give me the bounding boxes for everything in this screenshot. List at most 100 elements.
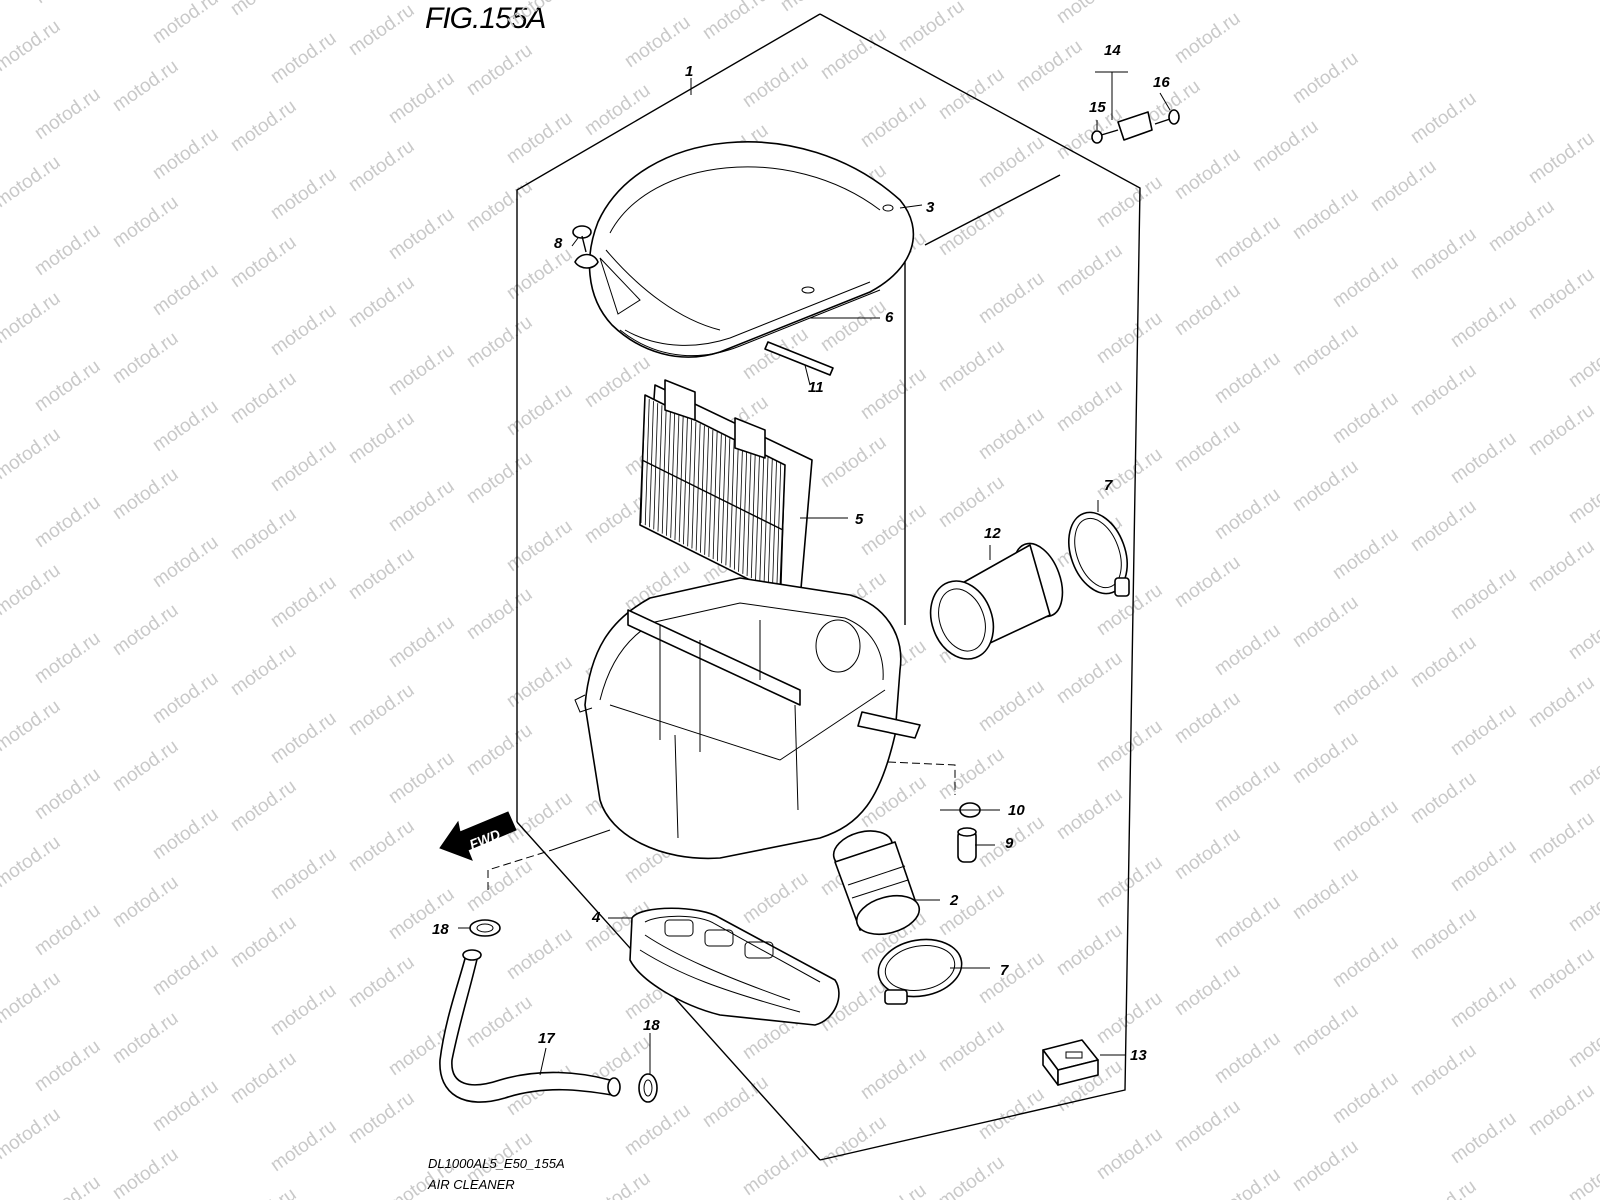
watermark-text: motod.ru [1289, 456, 1362, 516]
watermark-text: motod.ru [267, 708, 340, 768]
watermark-text: motod.ru [1289, 1000, 1362, 1060]
watermark-text: motod.ru [1329, 660, 1402, 720]
watermark-text: motod.ru [227, 504, 300, 564]
watermark-text: motod.ru [267, 980, 340, 1040]
callout-4: 4 [591, 909, 601, 926]
watermark-text: motod.ru [1565, 1148, 1600, 1200]
watermark-text: motod.ru [345, 272, 418, 332]
watermark-text: motod.ru [857, 1044, 930, 1104]
part-1-housing [574, 577, 921, 860]
watermark-text: motod.ru [935, 200, 1008, 260]
watermark-text: motod.ru [857, 92, 930, 152]
watermark-text: motod.ru [463, 720, 536, 780]
callout-1: 1 [685, 63, 693, 80]
watermark-text: motod.ru [0, 560, 64, 620]
filter-pleat [767, 458, 773, 587]
watermark-text: motod.ru [739, 868, 812, 928]
part-3-cover [588, 141, 915, 358]
watermark-text: motod.ru [1093, 716, 1166, 776]
watermark-text: motod.ru [1565, 876, 1600, 936]
watermark-text: motod.ru [1525, 672, 1598, 732]
filter-pleat [755, 452, 760, 581]
watermark-text: motod.ru [503, 924, 576, 984]
filter-pleat [763, 456, 769, 585]
watermark-text: motod.ru [857, 500, 930, 560]
callout-labels: 1 2 3 4 5 6 7 7 8 9 10 11 12 13 14 15 16… [432, 42, 1170, 1064]
watermark-text: motod.ru [149, 260, 222, 320]
watermark-text: motod.ru [975, 1084, 1048, 1144]
watermark-text: motod.ru [1053, 648, 1126, 708]
watermark-text: motod.ru [31, 356, 104, 416]
watermark-text: motod.ru [1093, 988, 1166, 1048]
part-12-duct [929, 542, 1064, 660]
watermark-text: motod.ru [385, 612, 458, 672]
filter-pleat [746, 448, 752, 577]
callout-13: 13 [1130, 1047, 1147, 1064]
watermark-text: motod.ru [1289, 184, 1362, 244]
part-6-seal [619, 289, 881, 357]
watermark-text: motod.ru [503, 516, 576, 576]
watermark-text: motod.ru [227, 368, 300, 428]
watermark-text: motod.ru [1525, 1080, 1598, 1140]
watermark-text: motod.ru [1407, 1176, 1480, 1200]
callout-9: 9 [1005, 835, 1014, 852]
watermark-text: motod.ru [935, 1152, 1008, 1200]
part-7-clamp-lower [877, 938, 963, 1005]
watermark-text: motod.ru [1447, 836, 1520, 896]
watermark-text: motod.ru [1367, 156, 1440, 216]
watermark-text: motod.ru [227, 640, 300, 700]
watermark-text: motod.ru [463, 584, 536, 644]
watermark-text: motod.ru [149, 940, 222, 1000]
watermark-text: motod.ru [739, 52, 812, 112]
callout-2: 2 [949, 892, 959, 909]
watermark-text: motod.ru [227, 776, 300, 836]
watermark-text: motod.ru [503, 652, 576, 712]
watermark-text: motod.ru [1093, 444, 1166, 504]
watermark-text: motod.ru [739, 1140, 812, 1200]
watermark-text: motod.ru [699, 0, 772, 44]
watermark-text: motod.ru [1093, 172, 1166, 232]
model-code-caption: DL1000AL5_E50_155A [428, 1156, 565, 1171]
watermark-text: motod.ru [1565, 1012, 1600, 1072]
part-15-oring [1091, 130, 1103, 144]
watermark-text: motod.ru [109, 872, 182, 932]
watermark-text: motod.ru [975, 948, 1048, 1008]
callout-12: 12 [984, 525, 1001, 542]
watermark-text: motod.ru [267, 300, 340, 360]
callout-3: 3 [926, 199, 935, 216]
part-13-connector [1042, 1039, 1099, 1086]
watermark-text: motod.ru [149, 532, 222, 592]
watermark-text: motod.ru [1407, 360, 1480, 420]
watermark-text: motod.ru [1171, 824, 1244, 884]
watermark-text: motod.ru [817, 432, 890, 492]
watermark-text: motod.ru [1407, 224, 1480, 284]
watermark-text: motod.ru [1211, 348, 1284, 408]
watermark-text: motod.ru [227, 912, 300, 972]
callout-8: 8 [554, 235, 563, 252]
watermark-text: motod.ru [1013, 36, 1086, 96]
watermark-text: motod.ru [109, 600, 182, 660]
watermark-text: motod.ru [895, 0, 968, 56]
watermark-text: motod.ru [1093, 308, 1166, 368]
watermark-text: motod.ru [385, 68, 458, 128]
watermark-text: motod.ru [1053, 0, 1126, 28]
watermark-text: motod.ru [1211, 892, 1284, 952]
watermark-text: motod.ru [31, 492, 104, 552]
watermark-text: motod.ru [31, 220, 104, 280]
watermark-text: motod.ru [1289, 728, 1362, 788]
watermark-text: motod.ru [1525, 808, 1598, 868]
watermark-text: motod.ru [227, 0, 300, 20]
watermark-text: motod.ru [109, 736, 182, 796]
watermark-text: motod.ru [621, 1100, 694, 1160]
filter-pleat [780, 464, 786, 594]
watermark-text: motod.ru [581, 1168, 654, 1200]
watermark-text: motod.ru [975, 132, 1048, 192]
watermark-text: motod.ru [503, 244, 576, 304]
watermark-text: motod.ru [385, 204, 458, 264]
watermark-text: motod.ru [1407, 496, 1480, 556]
watermark-text: motod.ru [1407, 1040, 1480, 1100]
watermark-text: motod.ru [1565, 604, 1600, 664]
callout-17: 17 [538, 1030, 555, 1047]
filter-pleat [742, 446, 748, 574]
